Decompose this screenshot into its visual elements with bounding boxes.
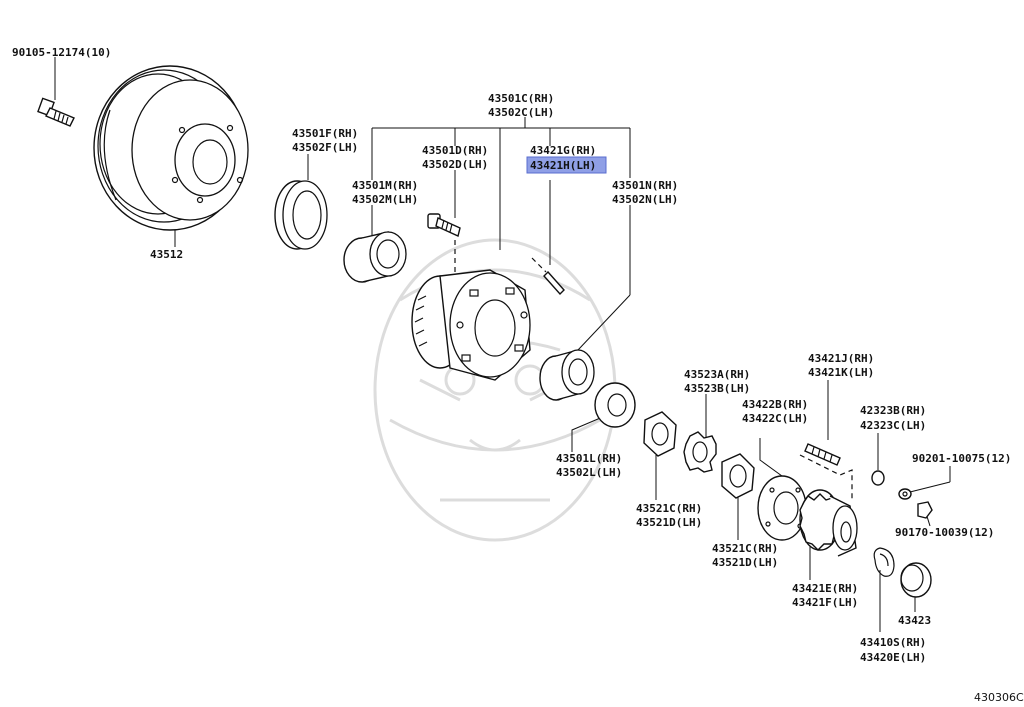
- label-43502C[interactable]: 43502C(LH): [488, 106, 554, 119]
- label-43421H[interactable]: 43421H(LH): [530, 159, 596, 172]
- label-42323B[interactable]: 42323B(RH): [860, 404, 926, 417]
- label-43501M[interactable]: 43501M(RH): [352, 179, 418, 192]
- label-43421K[interactable]: 43421K(LH): [808, 366, 874, 379]
- bearing-43501M[interactable]: [343, 231, 407, 283]
- part-labels: 90105-12174(10) 43512 43501F(RH) 43502F(…: [12, 46, 1024, 704]
- label-43523B[interactable]: 43523B(LH): [684, 382, 750, 395]
- label-43521C-a[interactable]: 43521C(RH): [636, 502, 702, 515]
- hub-bolt-43501D[interactable]: [427, 213, 461, 237]
- oil-seal-43501F[interactable]: [274, 180, 328, 250]
- label-43422B[interactable]: 43422B(RH): [742, 398, 808, 411]
- diagram-code: 430306C: [974, 691, 1024, 704]
- label-43502F[interactable]: 43502F(LH): [292, 141, 358, 154]
- label-43502M[interactable]: 43502M(LH): [352, 193, 418, 206]
- label-90201[interactable]: 90201-10075(12): [912, 452, 1011, 465]
- label-43421E[interactable]: 43421E(RH): [792, 582, 858, 595]
- label-43502D[interactable]: 43502D(LH): [422, 158, 488, 171]
- label-43501N[interactable]: 43501N(RH): [612, 179, 678, 192]
- label-43521D-a[interactable]: 43521D(LH): [636, 516, 702, 529]
- label-43423[interactable]: 43423: [898, 614, 931, 627]
- label-43422C[interactable]: 43422C(LH): [742, 412, 808, 425]
- bearing-43501N[interactable]: [539, 349, 595, 401]
- highlight-43421H: [526, 156, 607, 174]
- label-43410S[interactable]: 43410S(RH): [860, 636, 926, 649]
- label-43521C-b[interactable]: 43521C(RH): [712, 542, 778, 555]
- label-43501F[interactable]: 43501F(RH): [292, 127, 358, 140]
- label-43521D-b[interactable]: 43521D(LH): [712, 556, 778, 569]
- nut-90170[interactable]: [917, 501, 933, 519]
- label-43421F[interactable]: 43421F(LH): [792, 596, 858, 609]
- axle-hub-43501C[interactable]: [411, 269, 531, 381]
- stud-43421J[interactable]: [804, 443, 841, 466]
- snap-ring-43410S[interactable]: [873, 547, 895, 577]
- label-43501L[interactable]: 43501L(RH): [556, 452, 622, 465]
- washer-43501L[interactable]: [594, 382, 636, 428]
- leader-lines: [54, 57, 951, 632]
- label-43501D[interactable]: 43501D(RH): [422, 144, 488, 157]
- label-43502L[interactable]: 43502L(LH): [556, 466, 622, 479]
- lock-washer-43523A[interactable]: [683, 431, 717, 473]
- hub-cap-43423[interactable]: [900, 562, 932, 598]
- gasket-43422B[interactable]: [757, 475, 807, 541]
- washer-90201[interactable]: [898, 488, 912, 500]
- label-43501C[interactable]: 43501C(RH): [488, 92, 554, 105]
- washer-42323B[interactable]: [871, 470, 885, 486]
- drive-flange-43421E[interactable]: [799, 489, 858, 557]
- label-43421G[interactable]: 43421G(RH): [530, 144, 596, 157]
- label-43523A[interactable]: 43523A(RH): [684, 368, 750, 381]
- label-43512[interactable]: 43512: [150, 248, 183, 261]
- label-43502N[interactable]: 43502N(LH): [612, 193, 678, 206]
- pin-43421G[interactable]: [531, 257, 565, 296]
- label-90105[interactable]: 90105-12174(10): [12, 46, 111, 59]
- brake-disc-43512[interactable]: [93, 65, 249, 231]
- label-43421J[interactable]: 43421J(RH): [808, 352, 874, 365]
- nut-43521C-a[interactable]: [643, 411, 677, 457]
- label-42323C[interactable]: 42323C(LH): [860, 419, 926, 432]
- nut-43521C-b[interactable]: [721, 453, 755, 499]
- bolt-90105[interactable]: [37, 97, 75, 127]
- label-90170[interactable]: 90170-10039(12): [895, 526, 994, 539]
- label-43420E[interactable]: 43420E(LH): [860, 651, 926, 664]
